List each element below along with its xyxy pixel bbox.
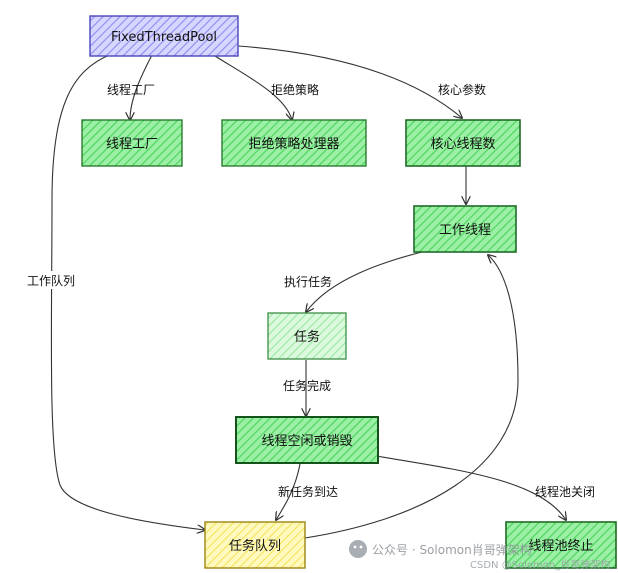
node-box	[81, 119, 183, 167]
node-thread-factory: 线程工厂	[81, 119, 183, 167]
edge-pool-to-core-count	[237, 45, 462, 118]
node-label-reject-handler: 拒绝策略处理器	[248, 136, 339, 152]
edge-label-task-complete: 任务完成	[283, 378, 331, 393]
edge-idle-to-terminated	[375, 455, 566, 520]
node-worker-thread: 工作线程	[413, 205, 517, 253]
edge-pool-to-task-queue	[50, 53, 205, 530]
edge-worker-to-task	[306, 249, 431, 312]
node-task: 任务	[267, 312, 347, 360]
node-label-pool-terminated: 线程池终止	[528, 538, 593, 554]
node-label-core-thread-count: 核心线程数	[430, 137, 495, 152]
edge-label-reject-policy: 拒绝策略	[271, 82, 319, 97]
node-label-thread-idle-or-destroy: 线程空闲或销毁	[261, 434, 352, 449]
edge-label-new-task-arrives: 新任务到达	[278, 484, 338, 499]
node-label-worker-thread: 工作线程	[439, 223, 491, 238]
edge-pool-to-reject-handler	[214, 55, 292, 120]
edge-queue-to-worker	[304, 255, 519, 539]
edge-label-core-params: 核心参数	[438, 82, 486, 97]
edge-label-work-queue: 工作队列	[27, 273, 75, 288]
node-fixed-thread-pool: FixedThreadPool	[89, 15, 239, 57]
edge-label-execute-task: 执行任务	[284, 274, 332, 289]
edge-label-pool-close: 线程池关闭	[535, 484, 595, 499]
edge-idle-to-task-queue	[276, 463, 301, 520]
node-box	[235, 416, 379, 464]
node-task-queue: 任务队列	[204, 521, 306, 569]
node-box	[413, 205, 517, 253]
node-box	[89, 15, 239, 57]
watermark-csdn: CSDN @Solomon_肖哥弹架构	[470, 558, 610, 571]
node-thread-idle-or-destroy: 线程空闲或销毁	[235, 416, 379, 464]
watermark: 公众号 · Solomon肖哥弹架构 CSDN @Solomon_肖哥弹架构	[349, 540, 610, 571]
wechat-icon	[349, 540, 367, 558]
node-core-thread-count: 核心线程数	[405, 119, 521, 167]
node-label-task: 任务	[294, 329, 320, 345]
edges-layer	[50, 45, 566, 539]
edge-pool-to-thread-factory	[130, 54, 153, 120]
node-label-task-queue: 任务队列	[229, 538, 281, 554]
node-box	[505, 521, 617, 569]
watermark-title: 公众号 · Solomon肖哥弹架构	[372, 542, 532, 557]
edge-label-bg	[22, 271, 78, 289]
node-label-thread-factory: 线程工厂	[106, 137, 158, 152]
node-box	[221, 119, 367, 167]
edge-label-thread-factory: 线程工厂	[107, 82, 155, 97]
node-box	[204, 521, 306, 569]
node-box	[405, 119, 521, 167]
node-box	[267, 312, 347, 360]
node-pool-terminated: 线程池终止	[505, 521, 617, 569]
node-label-fixed-thread-pool: FixedThreadPool	[111, 30, 217, 45]
edge-labels-layer: 线程工厂 拒绝策略 核心参数 工作队列 执行任务 任务完成 新任务到达 线程池关…	[22, 82, 595, 499]
node-reject-handler: 拒绝策略处理器	[221, 119, 367, 167]
